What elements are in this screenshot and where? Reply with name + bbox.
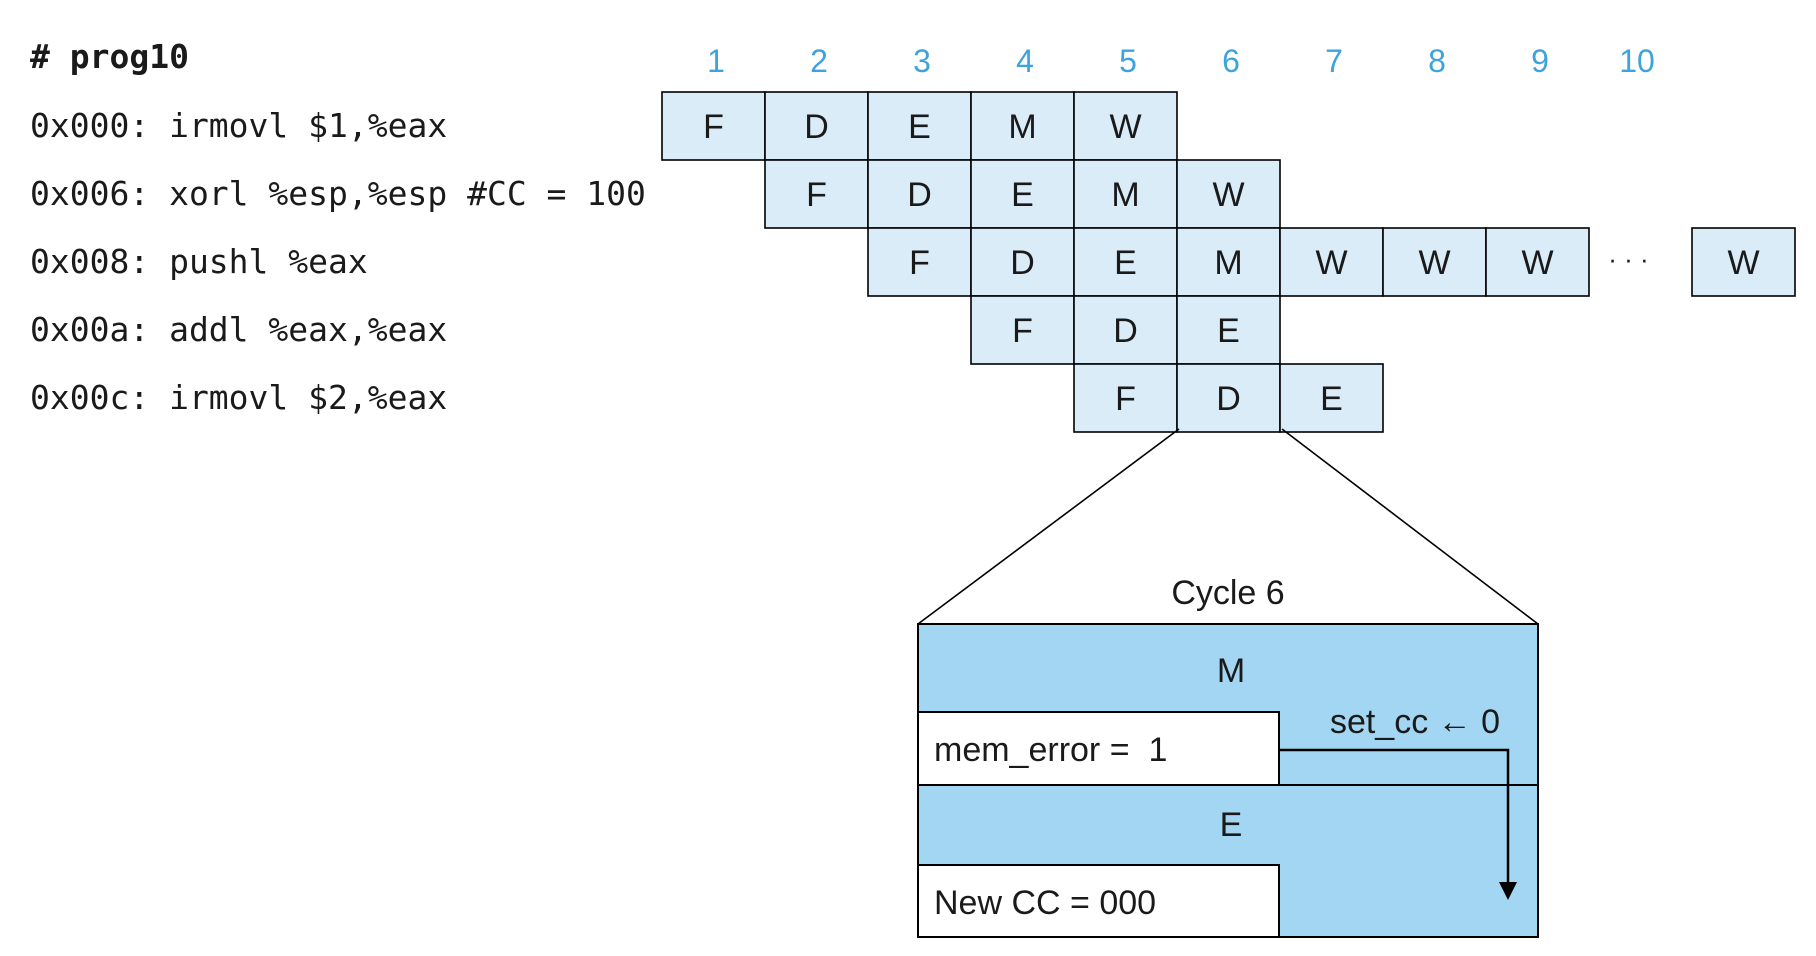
cycle-number: 5 xyxy=(1119,43,1137,79)
stage-label: F xyxy=(909,244,930,282)
stage-label: E xyxy=(908,108,931,146)
stage-label: W xyxy=(1109,108,1141,146)
set-cc-signal-label: set_cc ← 0 xyxy=(1330,703,1500,741)
new-cc-register xyxy=(917,864,1280,938)
stage-cell xyxy=(1176,159,1281,229)
stage-cell xyxy=(1176,295,1281,365)
stage-cell xyxy=(1485,227,1590,297)
instruction-line: 0x000: irmovl $1,%eax xyxy=(30,106,447,145)
program-listing: # prog10 0x000: irmovl $1,%eax 0x006: xo… xyxy=(30,37,646,417)
stage-cell xyxy=(764,159,869,229)
instruction-line: 0x008: pushl %eax xyxy=(30,242,368,281)
cycle-number: 3 xyxy=(913,43,931,79)
stage-label: W xyxy=(1521,244,1553,282)
instruction-line: 0x00a: addl %eax,%eax xyxy=(30,310,447,349)
mem-error-value: mem_error = 1 xyxy=(934,731,1167,769)
zoom-connector xyxy=(917,428,1539,625)
set-cc-arrowhead xyxy=(1499,882,1517,900)
zoom-line-right xyxy=(1281,428,1539,625)
stage-cell xyxy=(1691,227,1796,297)
stage-cell xyxy=(1073,363,1178,433)
cycle-number: 4 xyxy=(1016,43,1034,79)
stage-label: W xyxy=(1212,176,1244,214)
cycle-header: 1 2 3 4 5 6 7 8 9 10 xyxy=(707,43,1655,79)
mem-error-register xyxy=(917,711,1280,786)
detail-title: Cycle 6 xyxy=(1171,574,1284,612)
stage-label: D xyxy=(1010,244,1035,282)
stage-cell xyxy=(764,91,869,161)
stage-cell xyxy=(867,91,972,161)
stage-cell xyxy=(1382,227,1487,297)
cycle-number: 6 xyxy=(1222,43,1240,79)
instruction-line: 0x00c: irmovl $2,%eax xyxy=(30,378,447,417)
cycle-number: 1 xyxy=(707,43,725,79)
cycle-number: 10 xyxy=(1619,43,1655,79)
cycle-number: 7 xyxy=(1325,43,1343,79)
cycle-number: 8 xyxy=(1428,43,1446,79)
stage-label: E xyxy=(1320,380,1343,418)
stage-cell xyxy=(970,295,1075,365)
stage-label: W xyxy=(1418,244,1450,282)
stall-ellipsis: · · · xyxy=(1608,244,1648,274)
stage-label: M xyxy=(1214,244,1242,282)
stage-label: D xyxy=(1113,312,1138,350)
cycle-number: 9 xyxy=(1531,43,1549,79)
instruction-line: 0x006: xorl %esp,%esp #CC = 100 xyxy=(30,174,646,213)
new-cc-value: New CC = 000 xyxy=(934,884,1156,922)
stage-label: F xyxy=(1115,380,1136,418)
stage-label: D xyxy=(907,176,932,214)
stage-label: D xyxy=(804,108,829,146)
stage-label: W xyxy=(1727,244,1759,282)
stage-cell xyxy=(1176,363,1281,433)
stage-cell xyxy=(1073,295,1178,365)
stage-cell xyxy=(1176,227,1281,297)
stage-cell xyxy=(970,159,1075,229)
zoom-line-left xyxy=(917,428,1180,625)
stage-label: W xyxy=(1315,244,1347,282)
stage-cell xyxy=(970,227,1075,297)
stage-cell xyxy=(1279,363,1384,433)
cycle-detail: Cycle 6 M mem_error = 1 set_cc ← 0 E New… xyxy=(917,574,1539,938)
stage-e-label: E xyxy=(1220,806,1243,844)
stage-cell xyxy=(661,91,766,161)
stage-label: M xyxy=(1111,176,1139,214)
stage-label: F xyxy=(1012,312,1033,350)
cycle-number: 2 xyxy=(810,43,828,79)
stage-label: F xyxy=(806,176,827,214)
stage-m-label: M xyxy=(1217,652,1245,690)
stage-label: E xyxy=(1011,176,1034,214)
stage-label: F xyxy=(703,108,724,146)
stage-label: D xyxy=(1216,380,1241,418)
set-cc-arrow-line xyxy=(1279,748,1510,886)
stage-label: M xyxy=(1008,108,1036,146)
stage-label: E xyxy=(1114,244,1137,282)
stage-label: E xyxy=(1217,312,1240,350)
program-title: # prog10 xyxy=(30,37,189,76)
